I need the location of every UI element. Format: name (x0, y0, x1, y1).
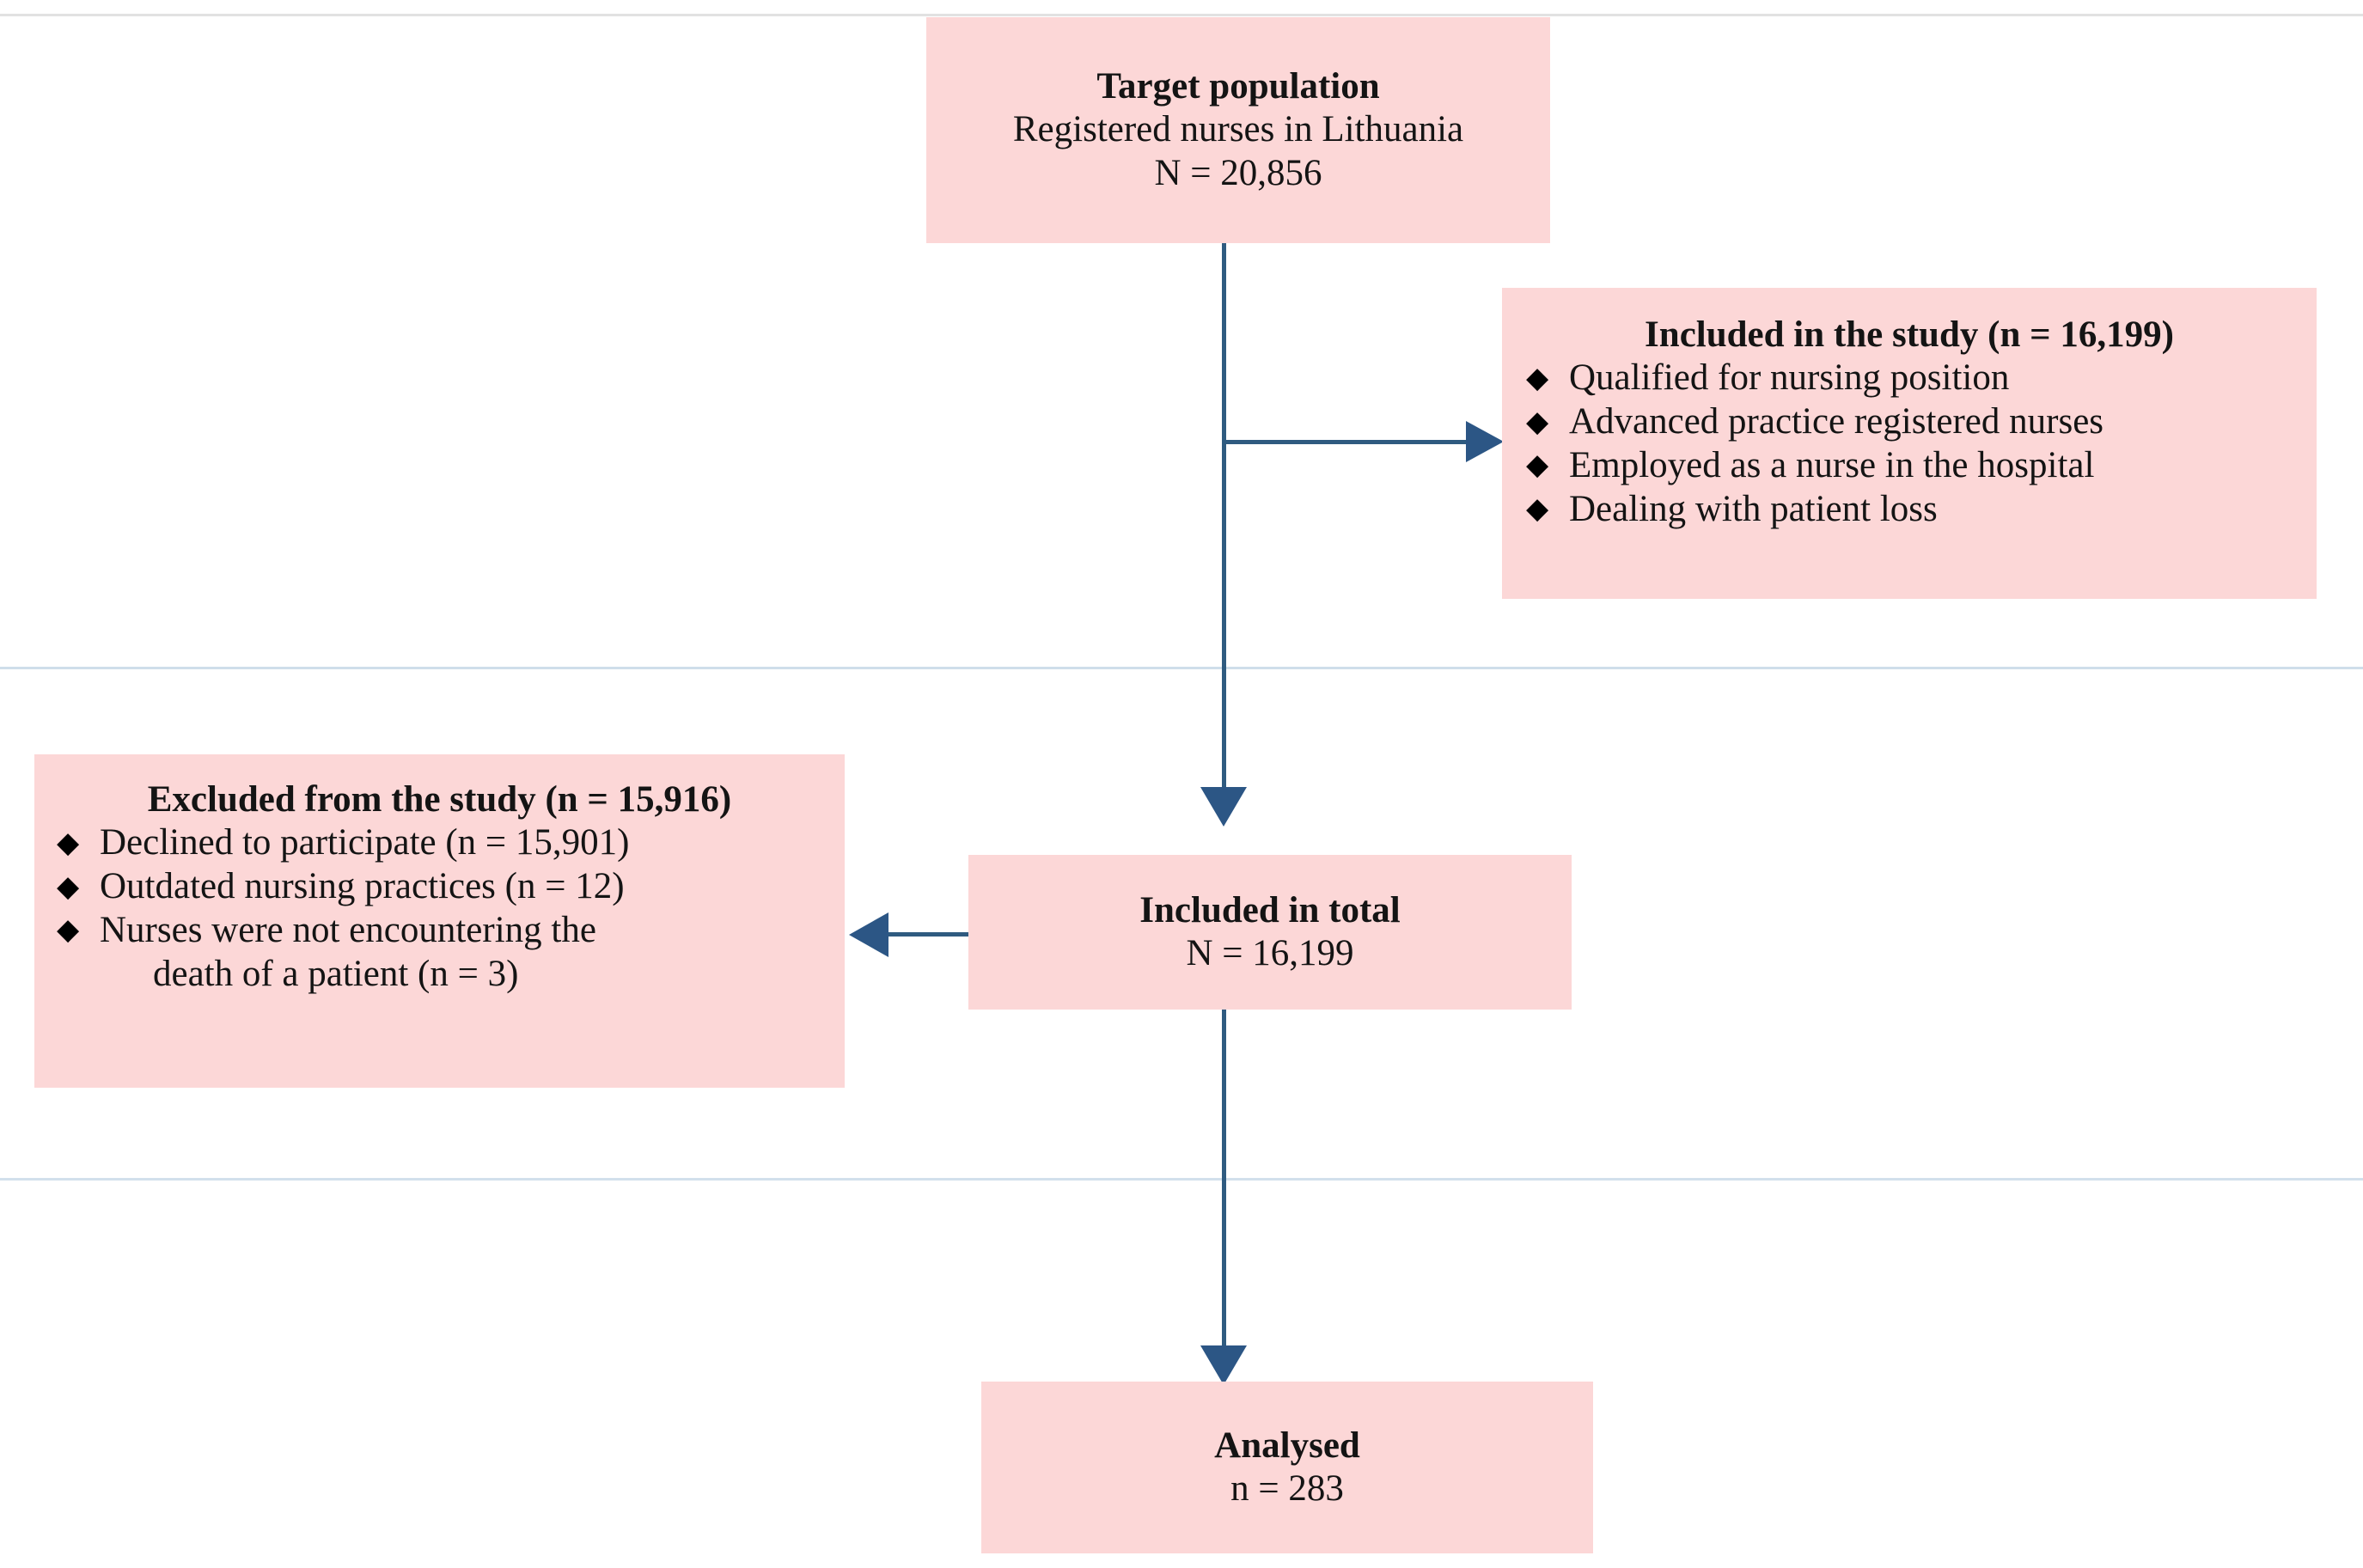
node-analysed: Analysed n = 283 (981, 1382, 1593, 1553)
list-item: ◆ Advanced practice registered nurses (1521, 400, 2298, 444)
list-item: ◆ Employed as a nurse in the hospital (1521, 444, 2298, 488)
diamond-bullet-icon: ◆ (1526, 493, 1549, 526)
list-item-label: Qualified for nursing position (1569, 357, 2010, 399)
list-item-label: Declined to participate (n = 15,901) (100, 822, 630, 863)
excluded-from-study-title: Excluded from the study (n = 15,916) (147, 779, 732, 820)
diamond-bullet-icon: ◆ (1526, 449, 1549, 482)
node-included-in-study: Included in the study (n = 16,199) ◆ Qua… (1502, 288, 2317, 599)
connector-to-excluded-arrowhead (849, 912, 888, 957)
page-rule-middle-upper (0, 667, 2363, 669)
list-item: ◆ Outdated nursing practices (n = 12) (52, 865, 827, 909)
list-item-label: Nurses were not encountering the (100, 909, 596, 950)
included-in-study-list: ◆ Qualified for nursing position ◆ Advan… (1521, 357, 2298, 531)
connector-to-included-study-arrowhead (1466, 421, 1504, 462)
list-item: ◆ Nurses were not encountering the death… (52, 909, 827, 996)
analysed-title: Analysed (1214, 1425, 1360, 1466)
list-item-label-continued: death of a patient (n = 3) (153, 953, 519, 994)
connector-to-excluded-line (888, 932, 970, 937)
diamond-bullet-icon: ◆ (57, 914, 80, 947)
target-population-count: N = 20,856 (1154, 152, 1322, 193)
list-item: ◆ Declined to participate (n = 15,901) (52, 821, 827, 865)
connector-target-to-total-line (1222, 243, 1226, 793)
diamond-bullet-icon: ◆ (1526, 363, 1549, 395)
diamond-bullet-icon: ◆ (57, 827, 80, 860)
node-target-population: Target population Registered nurses in L… (926, 17, 1550, 243)
analysed-count: n = 283 (1230, 1468, 1344, 1509)
included-in-total-count: N = 16,199 (1186, 933, 1354, 973)
list-item-label: Advanced practice registered nurses (1569, 401, 2104, 442)
page-rule-top (0, 14, 2363, 16)
list-item: ◆ Dealing with patient loss (1521, 488, 2298, 532)
diamond-bullet-icon: ◆ (57, 870, 80, 903)
target-population-line2: Registered nurses in Lithuania (1012, 109, 1464, 150)
included-in-total-title: Included in total (1139, 889, 1401, 930)
target-population-title: Target population (1096, 66, 1380, 107)
list-item-label: Dealing with patient loss (1569, 488, 1938, 529)
excluded-from-study-list: ◆ Declined to participate (n = 15,901) ◆… (52, 821, 827, 996)
node-included-in-total: Included in total N = 16,199 (968, 855, 1572, 1010)
list-item-label: Outdated nursing practices (n = 12) (100, 866, 625, 907)
node-excluded-from-study: Excluded from the study (n = 15,916) ◆ D… (34, 754, 845, 1088)
connector-target-to-total-arrowhead (1200, 787, 1247, 827)
connector-total-to-analysed-arrowhead (1200, 1345, 1247, 1385)
list-item-label: Employed as a nurse in the hospital (1569, 444, 2095, 485)
connector-to-included-study-line (1222, 440, 1469, 444)
included-in-study-title: Included in the study (n = 16,199) (1645, 314, 2174, 355)
list-item: ◆ Qualified for nursing position (1521, 357, 2298, 400)
connector-total-to-analysed-line (1222, 1010, 1226, 1353)
diamond-bullet-icon: ◆ (1526, 406, 1549, 438)
page-rule-middle-lower (0, 1178, 2363, 1181)
